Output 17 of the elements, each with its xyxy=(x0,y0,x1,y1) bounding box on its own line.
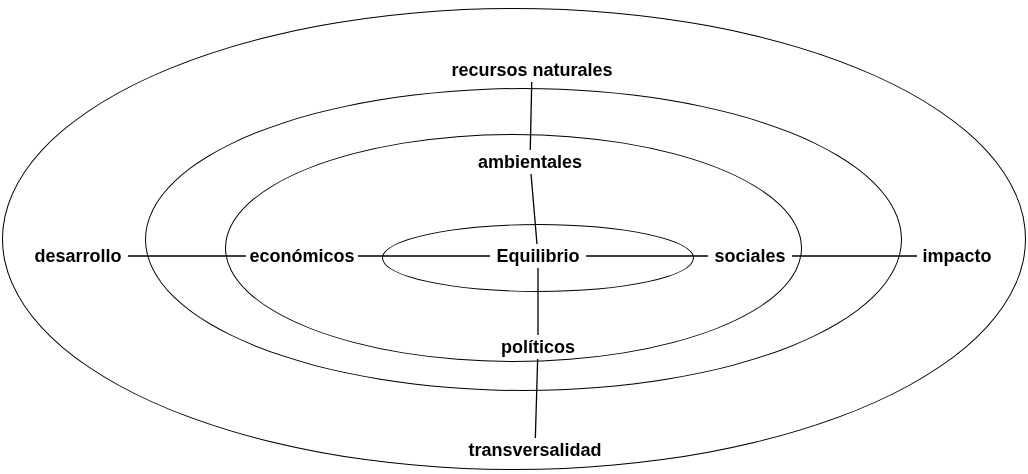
node-label: Equilibrio xyxy=(490,244,586,268)
connector-line xyxy=(529,81,533,151)
ellipse-ring xyxy=(145,88,902,391)
connector-line xyxy=(791,255,918,257)
connector-line xyxy=(534,358,539,439)
connector-line xyxy=(127,255,247,257)
connector-line xyxy=(537,267,539,336)
node-label: desarrollo xyxy=(28,244,128,268)
node-label: recursos naturales xyxy=(442,58,622,82)
node-label: ambientales xyxy=(475,150,585,174)
connector-line xyxy=(530,173,538,245)
node-label: impacto xyxy=(917,244,997,268)
node-label: políticos xyxy=(496,335,580,359)
node-label: sociales xyxy=(708,244,792,268)
node-label: transversalidad xyxy=(460,438,610,462)
connector-line xyxy=(357,255,491,257)
node-label: económicos xyxy=(246,244,358,268)
